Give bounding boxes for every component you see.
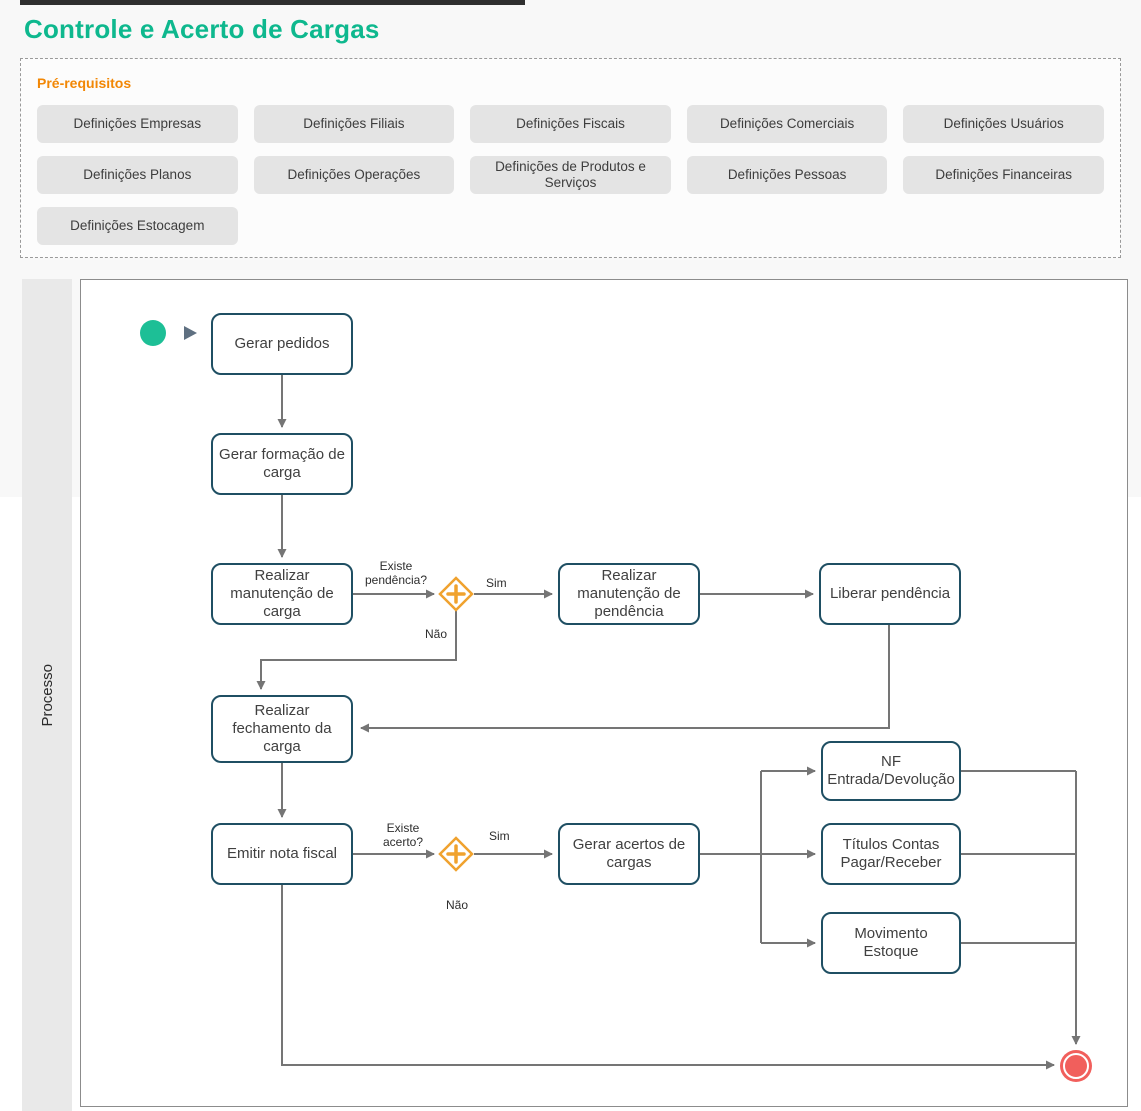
prereq-button-definicoes-planos[interactable]: Definições Planos <box>37 156 238 194</box>
edge-liberar-to-fechamento <box>360 625 890 733</box>
task-gerar-pedidos[interactable]: Gerar pedidos <box>211 313 353 375</box>
task-emitir-nota-fiscal[interactable]: Emitir nota fiscal <box>211 823 353 885</box>
task-titulos-contas[interactable]: Títulos Contas Pagar/Receber <box>821 823 961 885</box>
prereq-button-definicoes-estocagem[interactable]: Definições Estocagem <box>37 207 238 245</box>
label-sim-2: Sim <box>489 829 510 843</box>
prerequisites-heading: Pré-requisitos <box>37 75 132 91</box>
prereq-button-definicoes-pessoas[interactable]: Definições Pessoas <box>686 156 888 194</box>
prereq-button-definicoes-usuarios[interactable]: Definições Usuários <box>903 105 1104 143</box>
end-event-icon[interactable] <box>1060 1050 1092 1082</box>
task-nf-entrada-devolucao[interactable]: NF Entrada/Devolução <box>821 741 961 801</box>
task-realizar-fechamento-carga[interactable]: Realizar fechamento da carga <box>211 695 353 763</box>
prereq-button-definicoes-operacoes[interactable]: Definições Operações <box>253 156 455 194</box>
process-diagram-container: Gerar pedidos Gerar formação de carga Re… <box>80 279 1128 1107</box>
play-marker-icon <box>184 326 197 340</box>
top-cropped-bar <box>20 0 525 5</box>
prereq-button-definicoes-empresas[interactable]: Definições Empresas <box>37 105 238 143</box>
task-realizar-manutencao-carga[interactable]: Realizar manutenção de carga <box>211 563 353 625</box>
prereq-button-definicoes-filiais[interactable]: Definições Filiais <box>253 105 455 143</box>
start-event-icon[interactable] <box>140 320 166 346</box>
process-lane-label: Processo <box>38 663 56 727</box>
task-movimento-estoque[interactable]: Movimento Estoque <box>821 912 961 974</box>
gateway-existe-pendencia[interactable] <box>438 576 474 612</box>
edge-gateway1-nao <box>256 611 457 690</box>
label-existe-acerto: Existe acerto? <box>382 821 424 849</box>
task-gerar-formacao-carga[interactable]: Gerar formação de carga <box>211 433 353 495</box>
prereq-button-definicoes-fiscais[interactable]: Definições Fiscais <box>470 105 671 143</box>
edge-emitir-nao-to-end <box>281 885 1055 1070</box>
task-liberar-pendencia[interactable]: Liberar pendência <box>819 563 961 625</box>
task-gerar-acertos-cargas[interactable]: Gerar acertos de cargas <box>558 823 700 885</box>
page-title: Controle e Acerto de Cargas <box>24 14 380 44</box>
task-realizar-manutencao-pendencia[interactable]: Realizar manutenção de pendência <box>558 563 700 625</box>
prereq-button-definicoes-financeiras[interactable]: Definições Financeiras <box>903 156 1104 194</box>
prereq-button-definicoes-produtos-servicos[interactable]: Definições de Produtos e Serviços <box>470 156 671 194</box>
label-sim-1: Sim <box>486 576 507 590</box>
gateway-existe-acerto[interactable] <box>438 836 474 872</box>
prereq-button-definicoes-comerciais[interactable]: Definições Comerciais <box>686 105 888 143</box>
prerequisites-grid: Definições Empresas Definições Filiais D… <box>37 105 1104 245</box>
process-lane: Processo <box>22 279 72 1111</box>
label-existe-pendencia: Existe pendência? <box>364 559 428 587</box>
prerequisites-panel: Pré-requisitos Definições Empresas Defin… <box>20 58 1121 258</box>
flow-connectors <box>140 320 1092 1082</box>
label-nao-1: Não <box>425 627 448 641</box>
label-nao-2: Não <box>446 898 469 912</box>
